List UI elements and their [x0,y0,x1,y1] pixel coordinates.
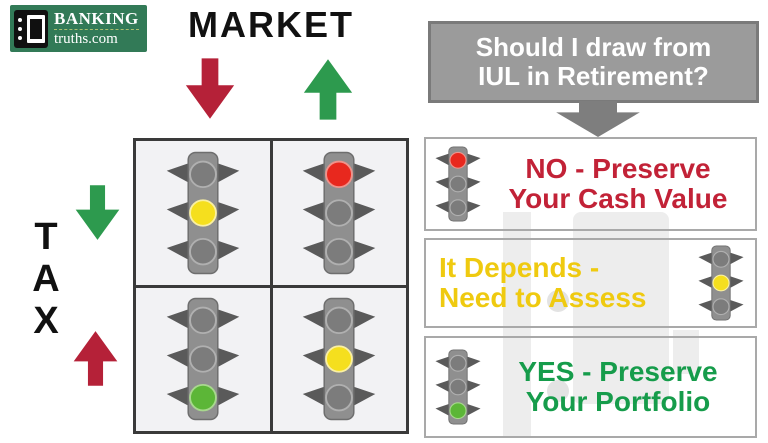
red-traffic-light-icon [435,146,481,222]
answer-no-box: NO - Preserve Your Cash Value [424,137,757,231]
safe-icon [14,9,48,48]
market-down-arrow-icon [184,57,236,121]
answer-no-text: NO - Preserve Your Cash Value [508,152,728,214]
tax-axis-label: T A X [32,216,60,342]
logo-text: BANKING truths.com [54,10,139,47]
bankingtruths-logo: BANKING truths.com [10,5,147,52]
market-axis-label: MARKET [188,4,354,45]
answer-yes-text: YES - Preserve Your Portfolio [518,355,718,417]
yellow-traffic-light-icon [698,245,744,321]
answer-depends-text: It Depends - Need to Assess [439,251,647,313]
answer-yes-box: YES - Preserve Your Portfolio [424,336,757,438]
quadrant-market-up-tax-up [272,287,406,431]
green-traffic-light-icon [435,349,481,425]
quadrant-market-up-tax-down [272,141,406,285]
question-box: Should I draw from IUL in Retirement? [428,21,759,103]
tax-down-arrow-icon [74,182,121,244]
question-down-arrow-icon [553,100,643,138]
quadrant-market-down-tax-up [136,287,270,431]
logo-line1: BANKING [54,9,139,30]
logo-line2: truths.com [54,31,118,47]
tax-up-arrow-icon [72,327,119,389]
market-tax-quadrant-grid [133,138,409,434]
safe-watermark [487,212,699,438]
market-up-arrow-icon [302,57,354,121]
quadrant-market-down-tax-down [136,141,270,285]
question-line1: Should I draw from [475,31,712,62]
question-line2: IUL in Retirement? [478,61,709,91]
answer-depends-box: It Depends - Need to Assess [424,238,757,328]
